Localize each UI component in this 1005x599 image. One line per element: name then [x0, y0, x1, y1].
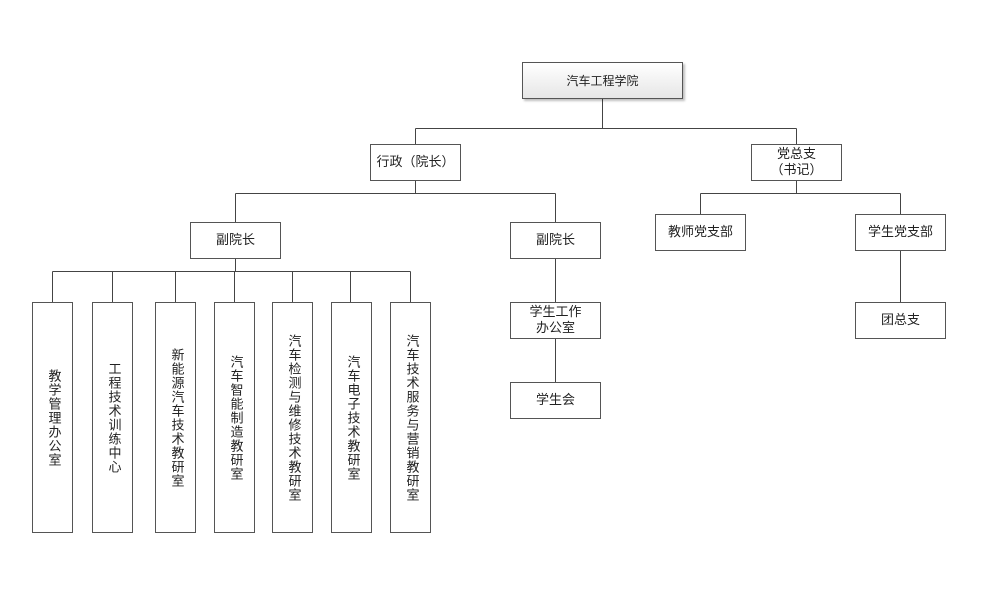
node-student-party-branch: 学生党支部 [855, 214, 946, 251]
node-teacher-party-branch: 教师党支部 [655, 214, 746, 251]
node-admin: 行政（院长） [370, 144, 461, 181]
node-department: 汽车技术服务与营销教研室 [390, 302, 431, 533]
node-department: 新能源汽车技术教研室 [155, 302, 196, 533]
node-department: 汽车电子技术教研室 [331, 302, 372, 533]
node-department: 汽车检测与维修技术教研室 [272, 302, 313, 533]
node-department: 工程技术训练中心 [92, 302, 133, 533]
connector-admin [235, 180, 556, 222]
node-vice-dean-right: 副院长 [510, 222, 601, 259]
node-student-union: 学生会 [510, 382, 601, 419]
node-student-office: 学生工作 办公室 [510, 302, 601, 339]
connector-vice-dean-left [52, 258, 411, 303]
node-vice-dean-left: 副院长 [190, 222, 281, 259]
node-root: 汽车工程学院 [522, 62, 683, 99]
node-department: 汽车智能制造教研室 [214, 302, 255, 533]
node-party: 党总支 （书记） [751, 144, 842, 181]
connector-party [700, 180, 901, 215]
node-league-branch: 团总支 [855, 302, 946, 339]
node-department: 教学管理办公室 [32, 302, 73, 533]
connector-root [415, 98, 797, 145]
